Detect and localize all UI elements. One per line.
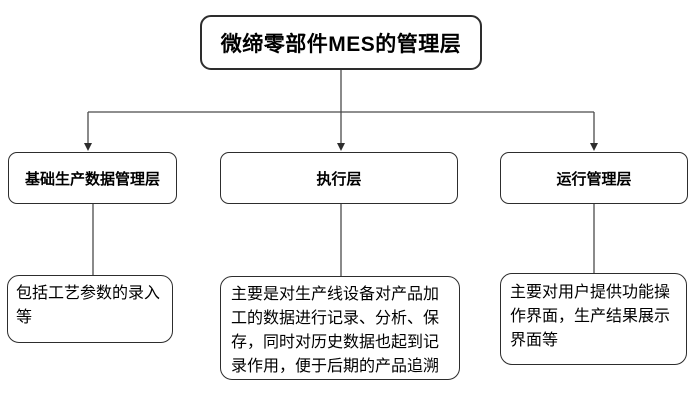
description-node-execution-layer: 主要是对生产线设备对产品加工的数据进行记录、分析、保存，同时对历史数据也起到记录… — [220, 276, 460, 380]
arrow-into-center-branch — [337, 143, 345, 151]
branch-node-execution-layer: 执行层 — [220, 152, 458, 204]
root-node-mes-management-layer: 微缔零部件MES的管理层 — [200, 15, 482, 70]
branch-node-basic-production-data-layer: 基础生产数据管理层 — [8, 152, 177, 204]
branch-node-operation-management-layer: 运行管理层 — [500, 152, 688, 204]
description-node-basic-production-data-layer: 包括工艺参数的录入等 — [7, 275, 173, 343]
arrow-into-left-branch — [84, 143, 92, 151]
arrow-into-right-branch — [590, 143, 598, 151]
description-node-operation-management-layer: 主要对用户提供功能操作界面，生产结果展示界面等 — [500, 273, 687, 365]
